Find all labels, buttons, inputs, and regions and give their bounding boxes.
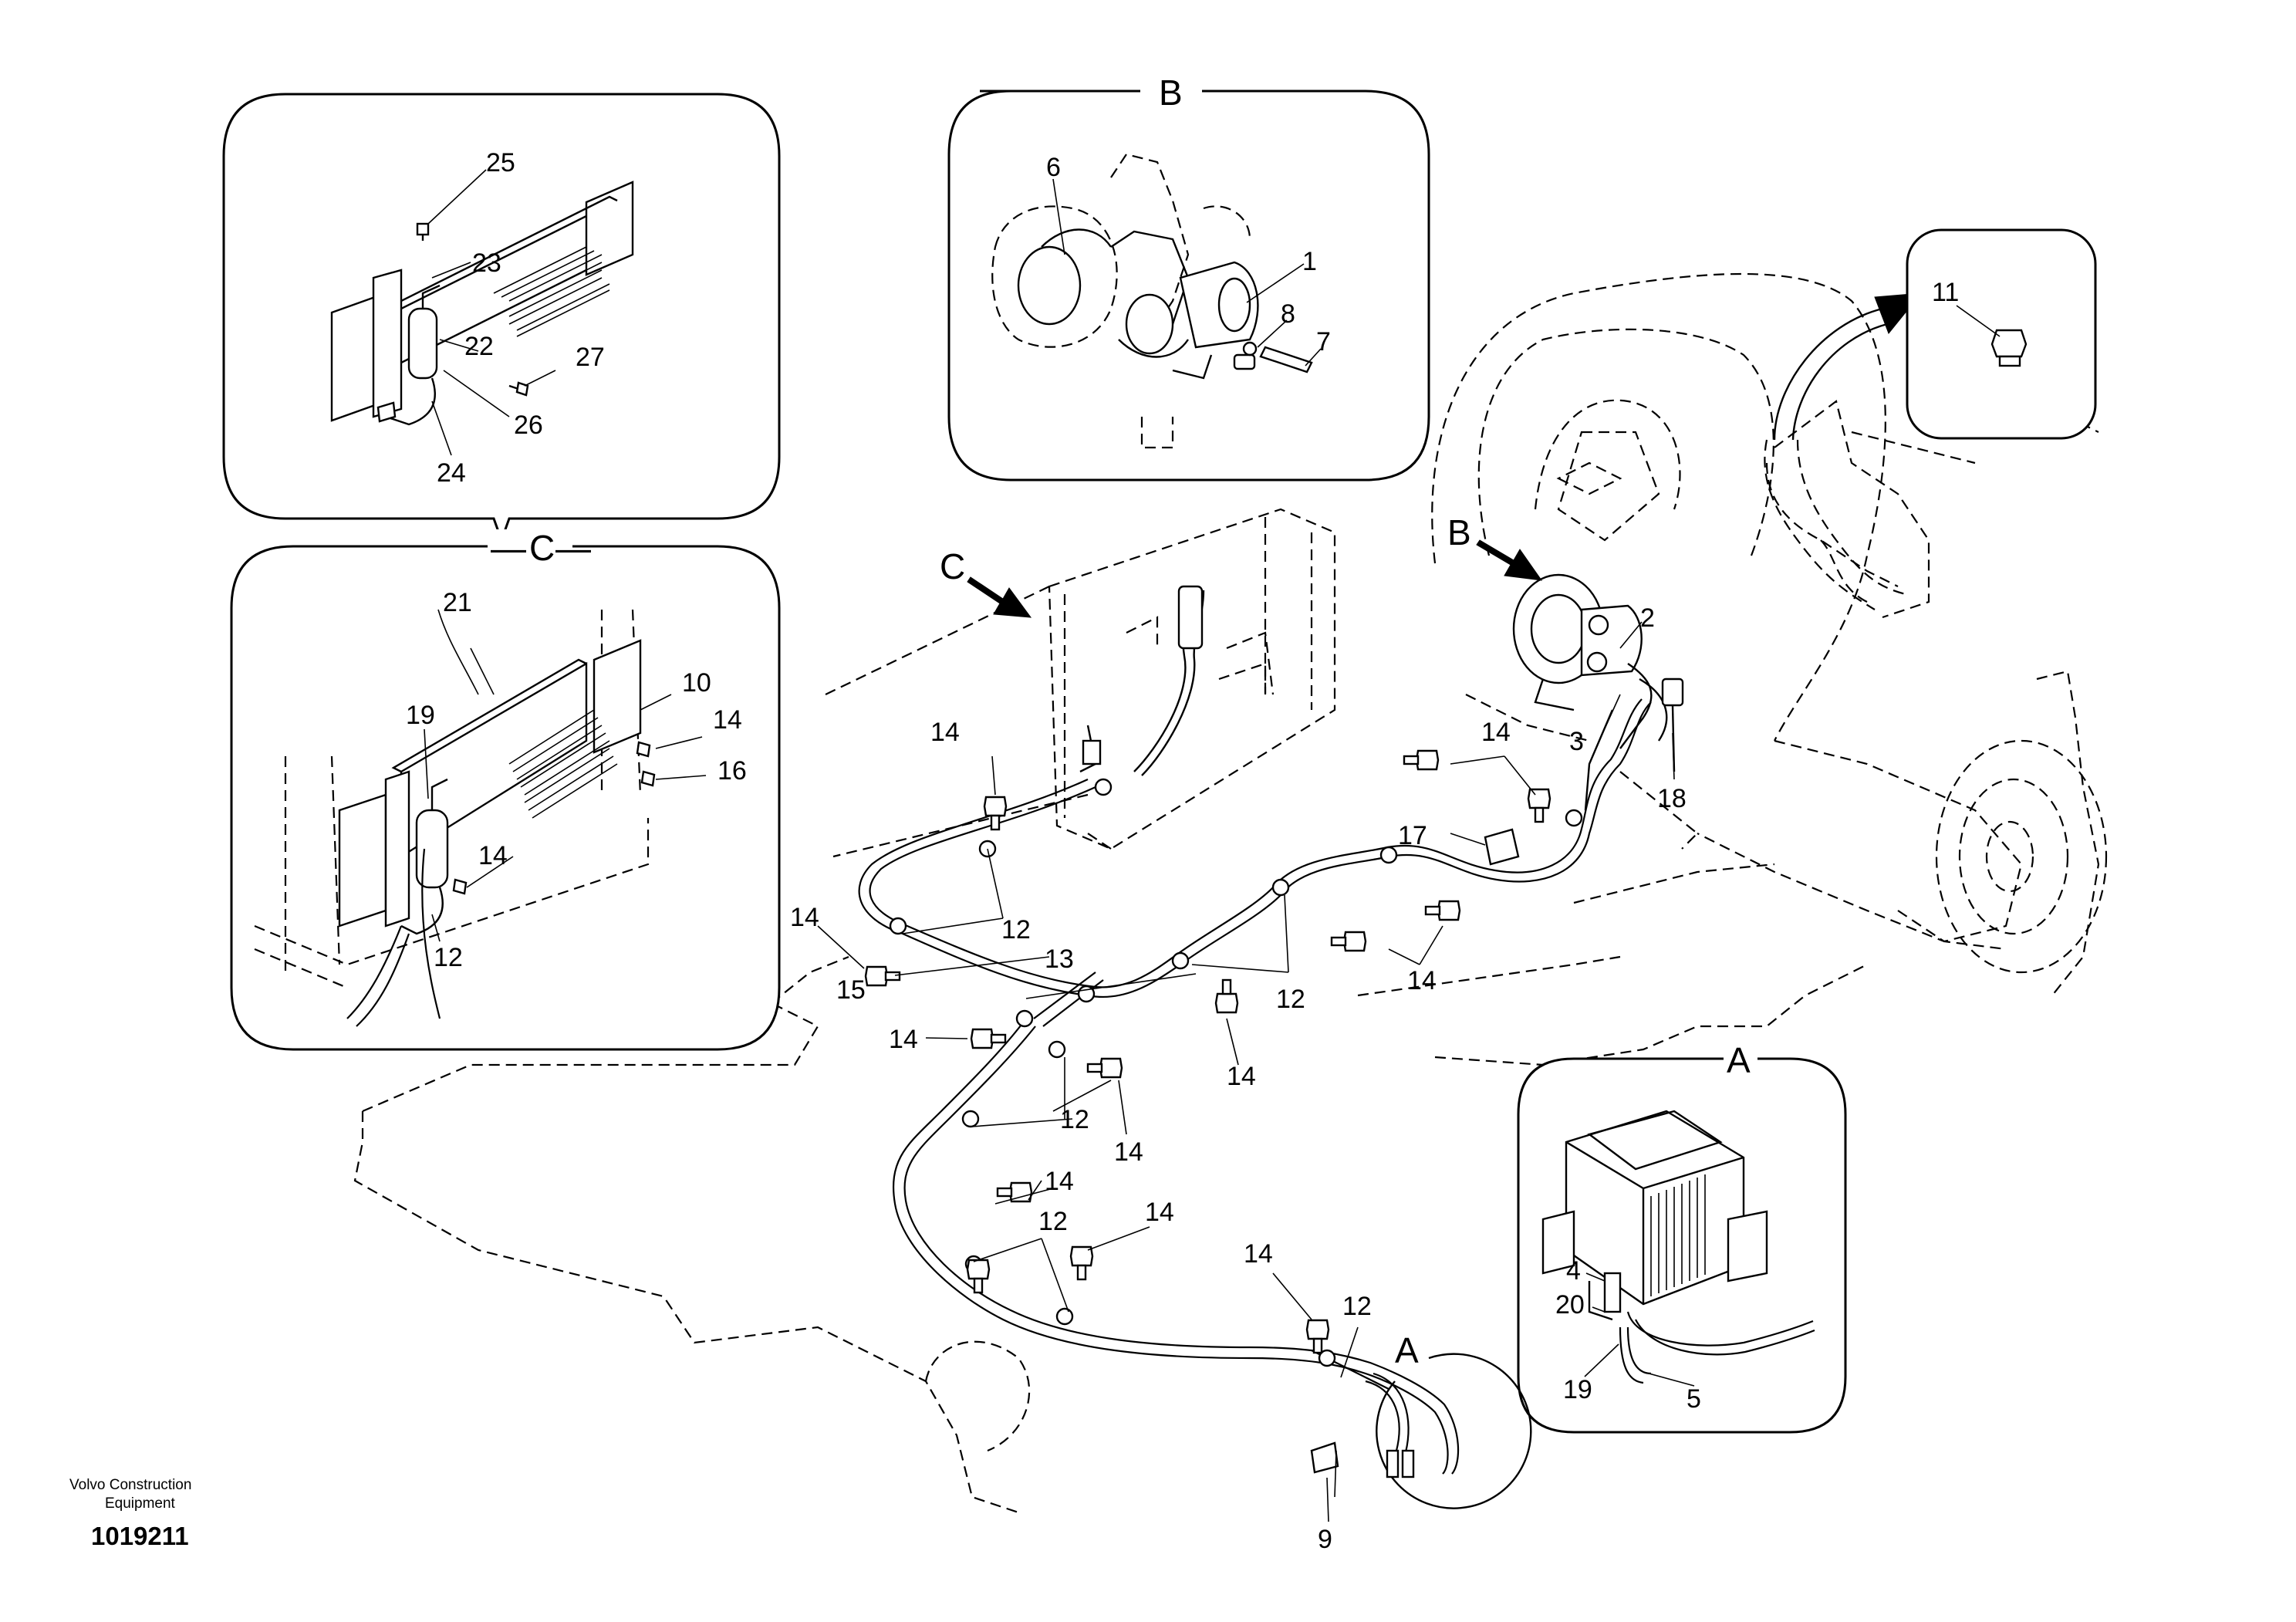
callout-11: 11 — [1932, 278, 1959, 307]
callout-27: 27 — [576, 343, 605, 372]
callout-14-h: 14 — [1045, 1167, 1074, 1196]
callout-12-detail-c: 12 — [434, 943, 463, 972]
detail-b-leaders — [1052, 178, 1322, 367]
callout-10: 10 — [682, 668, 711, 698]
callout-14-detail-c-b: 14 — [478, 841, 508, 870]
callout-12-c: 12 — [1060, 1105, 1089, 1134]
detail-b-panel — [947, 90, 1430, 482]
callout-numbers: 25 23 22 27 26 24 21 10 19 14 16 14 12 6… — [406, 148, 1959, 1554]
view-label-c-dash: — — [491, 528, 526, 568]
view-label-c-dash-right: — — [555, 528, 591, 568]
drawing-number: 1019211 — [91, 1522, 189, 1550]
callout-1: 1 — [1302, 247, 1317, 276]
callout-26: 26 — [514, 411, 543, 440]
callout-2: 2 — [1640, 603, 1655, 633]
main-leaders — [817, 621, 1675, 1522]
detail-a-panel — [1517, 1057, 1847, 1434]
callout-14-b: 14 — [1481, 718, 1511, 747]
callout-16: 16 — [718, 756, 747, 786]
callout-18: 18 — [1657, 784, 1687, 813]
detail-c-upper-panel — [222, 93, 781, 544]
callout-22: 22 — [464, 332, 494, 361]
callout-25: 25 — [486, 148, 515, 177]
callout-14-f: 14 — [1227, 1062, 1256, 1091]
callout-8: 8 — [1281, 299, 1295, 329]
center-receiver-drier — [1079, 585, 1205, 776]
view-label-a: A — [1727, 1040, 1751, 1080]
refrigerant-hose-lines — [858, 698, 1652, 1475]
engine-outline — [1431, 272, 2099, 943]
callout-15: 15 — [836, 975, 866, 1005]
callout-24: 24 — [437, 458, 466, 488]
callout-14-detail-c-a: 14 — [713, 705, 742, 735]
callout-21: 21 — [443, 588, 472, 617]
callout-12-b: 12 — [1276, 985, 1305, 1014]
view-arrow-c — [967, 576, 1032, 618]
callout-14-j: 14 — [1244, 1239, 1273, 1269]
arrow-label-b: B — [1447, 512, 1471, 552]
callout-17: 17 — [1398, 821, 1427, 850]
company-name-line2: Equipment — [105, 1495, 176, 1512]
callout-9: 9 — [1318, 1525, 1332, 1554]
compressor-main — [1512, 573, 1684, 811]
callout-13: 13 — [1045, 944, 1074, 974]
callout-14-a: 14 — [930, 718, 960, 747]
flywheel-outline — [1897, 670, 2108, 996]
view-labels: B C — — A B C A — [488, 73, 1757, 1370]
callout-20: 20 — [1555, 1290, 1585, 1320]
callout-12-d: 12 — [1038, 1207, 1068, 1236]
callout-14-e: 14 — [889, 1025, 918, 1054]
callout-12-a: 12 — [1001, 915, 1031, 944]
footer: Volvo Construction Equipment 1019211 — [69, 1477, 191, 1550]
detail-c-leaders — [424, 169, 707, 942]
detail-c-lower-panel — [230, 545, 781, 1051]
bolts-14 — [864, 749, 1551, 1354]
callout-7: 7 — [1316, 327, 1331, 357]
view-label-c: C — [529, 528, 555, 568]
detail-a-circle — [1310, 1353, 1532, 1509]
callout-14-c: 14 — [790, 903, 819, 932]
arrow-label-c: C — [940, 546, 965, 586]
callout-14-d: 14 — [1407, 966, 1437, 995]
callout-19-detail-c: 19 — [406, 701, 435, 730]
view-label-b: B — [1159, 73, 1183, 113]
company-name-line1: Volvo Construction — [69, 1477, 191, 1493]
callout-4: 4 — [1566, 1256, 1581, 1286]
callout-12-e: 12 — [1342, 1292, 1372, 1321]
callout-6: 6 — [1046, 153, 1061, 182]
callout-14-i: 14 — [1145, 1198, 1174, 1227]
circle-label-a: A — [1395, 1330, 1419, 1370]
callout-3: 3 — [1569, 727, 1584, 756]
detail-11-panel — [1906, 228, 2097, 440]
view-arrow-b — [1476, 539, 1543, 581]
callout-23: 23 — [472, 248, 501, 278]
condenser-frame-outline — [825, 508, 1336, 858]
detail-a-leaders — [1584, 1272, 1695, 1387]
bracket-17 — [1484, 828, 1520, 866]
callout-14-g: 14 — [1114, 1137, 1143, 1167]
callout-19-detail-a: 19 — [1563, 1375, 1592, 1404]
callout-5: 5 — [1687, 1384, 1701, 1414]
